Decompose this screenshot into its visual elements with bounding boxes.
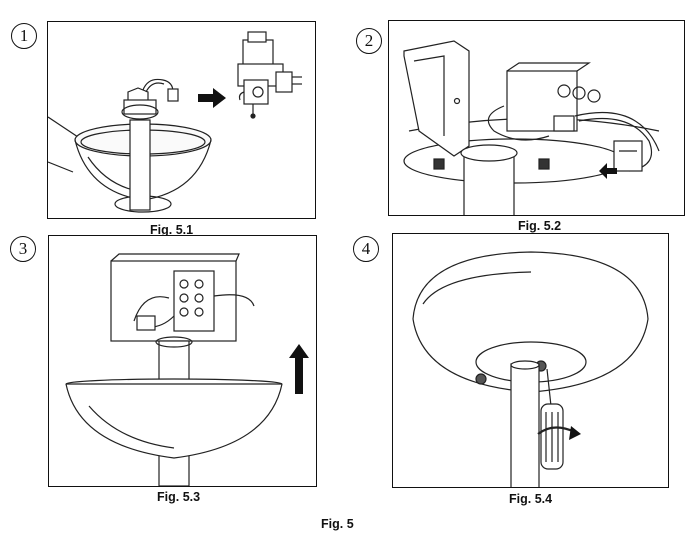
canopy-raise-illustration [65,253,309,486]
right-arrow-icon [198,88,226,108]
figure-caption: Fig. 5 [321,517,354,531]
step-number-2: 2 [356,28,382,54]
caption-fig-5-4: Fig. 5.4 [509,492,553,506]
rotate-arrow-icon [569,426,581,440]
panel-fig-5-2 [388,20,685,216]
up-arrow-icon [289,344,309,394]
step-number-3: 3 [10,236,36,262]
panel-fig-5-1 [47,21,316,219]
bracket-wiring-illustration [403,40,660,215]
caption-fig-5-3: Fig. 5.3 [157,490,201,504]
canopy-wiring-illustration [48,31,302,213]
caption-fig-5-2: Fig. 5.2 [518,219,562,233]
step-number-4: 4 [353,236,379,262]
step-number-1: 1 [11,23,37,49]
panel-fig-5-4 [392,233,669,488]
tighten-screw-illustration [412,251,649,487]
left-arrow-icon [599,163,617,179]
caption-fig-5-1: Fig. 5.1 [150,223,194,237]
panel-fig-5-3 [48,235,317,487]
